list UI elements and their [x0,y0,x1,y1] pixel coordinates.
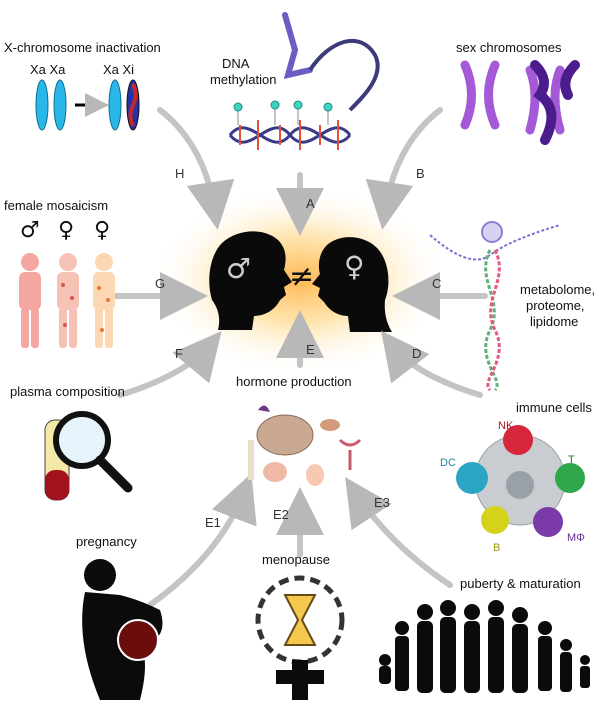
sex-chromosomes-title: sex chromosomes [456,40,562,55]
dna-methylation-graphic [228,12,380,150]
chromosome-xa-1 [35,79,49,131]
figure-female-1 [57,253,79,348]
arrow-h [157,107,235,230]
arrow-letter-e1: E1 [205,515,221,530]
xa-xi-label: Xa Xi [103,62,135,77]
mosaicism-female-symbol-1: ♀ [58,218,75,243]
mosaicism-female-symbol-2: ♀ [94,218,111,243]
mosaicism-figures [19,253,115,348]
arrow-d [381,330,483,398]
immune-nk-label: NK [498,420,514,432]
hormone-title: hormone production [236,374,352,389]
mph-cell [533,507,563,537]
arrow-letter-e2: E2 [273,507,289,522]
plasma-graphic [44,411,133,501]
x-inactivation-graphic [35,79,140,131]
puberty-title: puberty & maturation [460,576,581,591]
immune-dc-label: DC [440,457,456,469]
t-cell [555,463,585,493]
arrow-e1 [147,473,257,608]
arrow-letter-f: F [175,346,183,361]
figure-female-2 [93,253,115,348]
xa-xa-label: Xa Xa [30,62,66,77]
male-head-icon [209,231,292,330]
x-inactivation-title: X-chromosome inactivation [4,40,161,55]
arrow-letter-c: C [432,276,442,291]
arrow-letter-h: H [175,166,185,181]
dna-methylation-line2: methylation [210,72,277,87]
chromosome-xa-3 [108,79,122,131]
male-symbol: ♂ [226,252,252,285]
arrow-letter-g: G [155,276,166,291]
not-equal-sign: ≠ [289,259,315,294]
immune-title: immune cells [516,400,592,415]
female-head-icon [312,237,392,332]
pregnancy-graphic [82,559,163,700]
arrow-f [117,331,222,398]
omics-line1: metabolome, [520,282,596,297]
arrow-b [365,107,443,230]
mosaicism-male-symbol: ♂ [20,218,40,243]
dna-methylation-line1: DNA [222,56,250,71]
chromosome-xa-2 [53,79,67,131]
sex-chromosomes-graphic [460,60,580,145]
dc-cell [456,462,488,494]
arrow-letter-d: D [412,346,422,361]
b-cell [481,506,509,534]
figure-male [19,253,41,348]
puberty-silhouettes [379,600,590,693]
arrow-letter-e3: E3 [374,495,390,510]
arrow-e3 [345,476,453,588]
arrow-letter-b: B [416,166,425,181]
female-mosaicism-title: female mosaicism [4,198,109,213]
arrows-group [112,107,488,608]
plasma-title: plasma composition [10,384,125,399]
immune-t-label: T [568,454,575,466]
immune-mph-label: MΦ [567,532,585,544]
pregnancy-title: pregnancy [76,534,137,549]
immune-b-label: B [493,542,501,554]
arrow-letter-a: A [306,196,315,211]
omics-line2: proteome, [526,298,585,313]
nk-cell [503,425,533,455]
menopause-graphic [255,575,345,700]
omics-line3: lipidome [530,314,579,329]
dna-human-figure [429,221,561,392]
hormone-organs-graphic [248,405,362,486]
female-symbol: ♀ [344,250,365,283]
immune-cells-graphic [456,425,585,537]
arrow-letter-e: E [306,342,315,357]
menopause-title: menopause [262,552,330,567]
